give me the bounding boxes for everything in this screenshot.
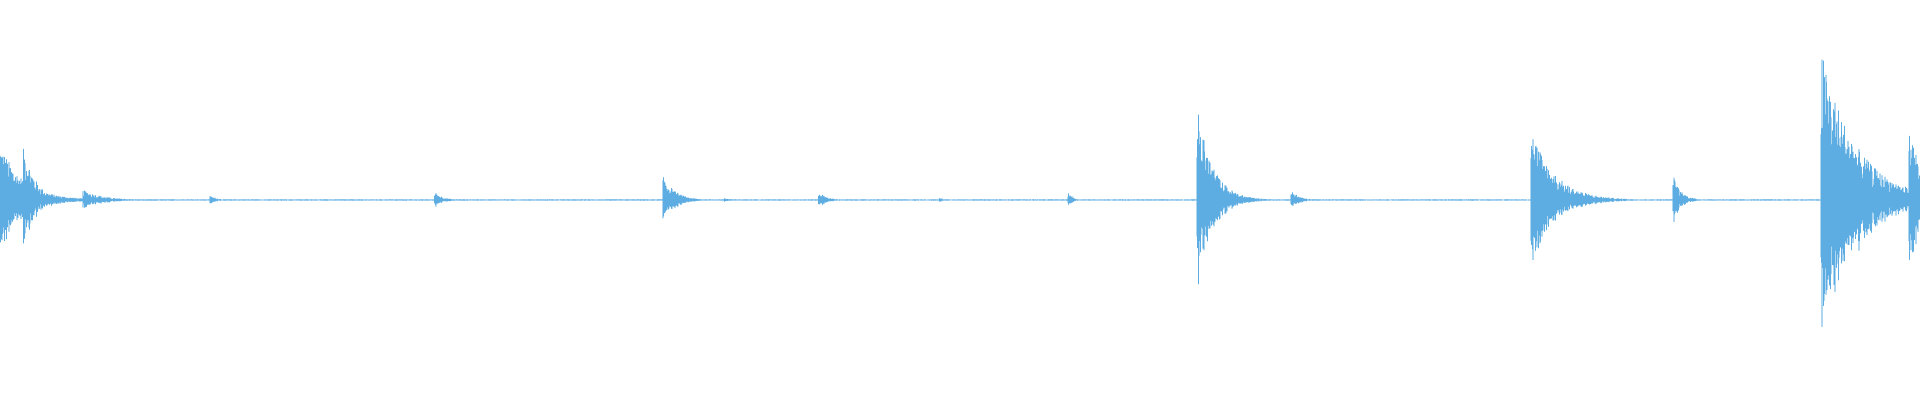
waveform-trace: [0, 59, 1920, 327]
